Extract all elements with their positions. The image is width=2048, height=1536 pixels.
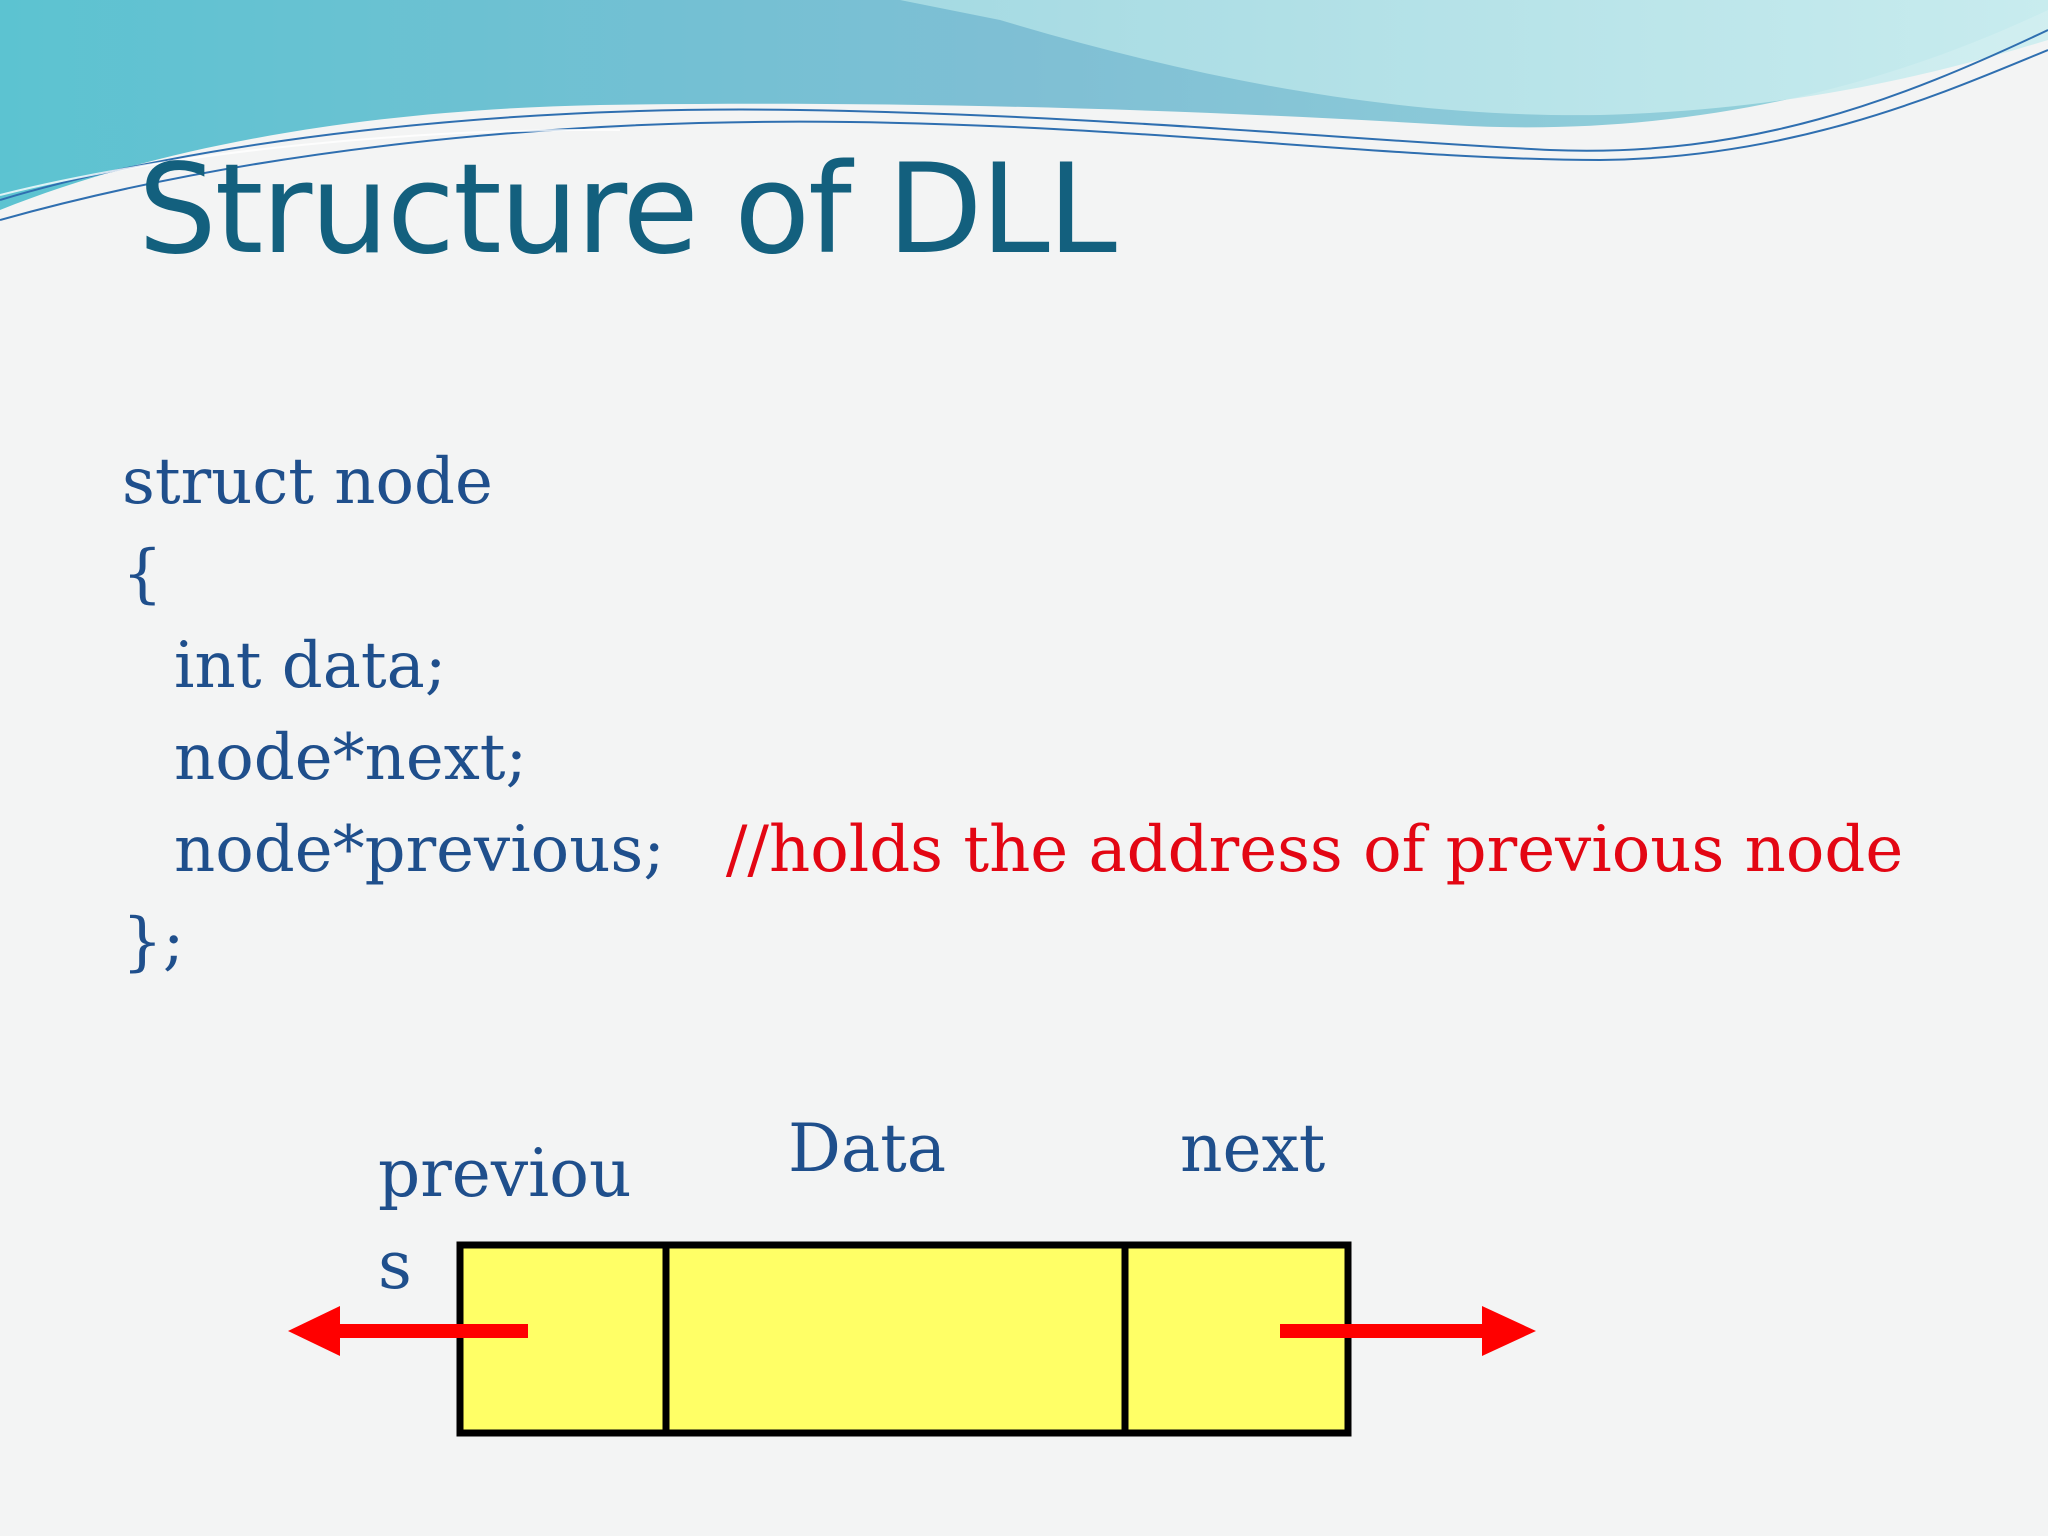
code-line: int data; bbox=[174, 629, 447, 703]
previous-label: previous bbox=[378, 1135, 632, 1304]
node-box bbox=[456, 1241, 1352, 1437]
next-arrow-icon bbox=[1280, 1306, 1536, 1356]
code-line: { bbox=[122, 537, 163, 611]
code-line: struct node bbox=[122, 445, 493, 519]
code-line: }; bbox=[122, 905, 185, 979]
code-block: struct node { int data; node*next; node*… bbox=[122, 436, 1903, 988]
next-label: next bbox=[1180, 1110, 1326, 1187]
code-statement: node*previous; bbox=[174, 813, 665, 887]
code-comment: //holds the address of previous node bbox=[725, 813, 1904, 887]
previous-arrow-icon bbox=[288, 1306, 528, 1356]
data-label: Data bbox=[788, 1110, 947, 1187]
slide-title: Structure of DLL bbox=[138, 138, 1117, 282]
code-line: node*previous; //holds the address of pr… bbox=[122, 804, 1903, 896]
header-wave-decoration bbox=[0, 0, 2048, 221]
code-line: node*next; bbox=[174, 721, 528, 795]
